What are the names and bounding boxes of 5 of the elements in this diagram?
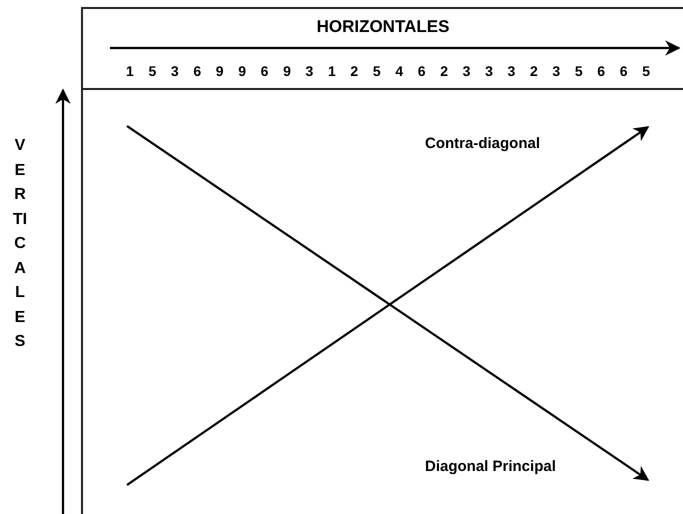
vertical-axis-label: VERTICALES — [12, 136, 28, 352]
number-sequence: 1 5 3 6 9 9 6 9 3 1 2 5 4 6 2 3 3 3 2 3 5 6 6 5 — [126, 63, 650, 79]
header-title: HORIZONTALES — [316, 17, 450, 37]
arrow-label: Contra-diagonal — [425, 135, 540, 152]
arrow-label: Diagonal Principal — [425, 458, 556, 475]
